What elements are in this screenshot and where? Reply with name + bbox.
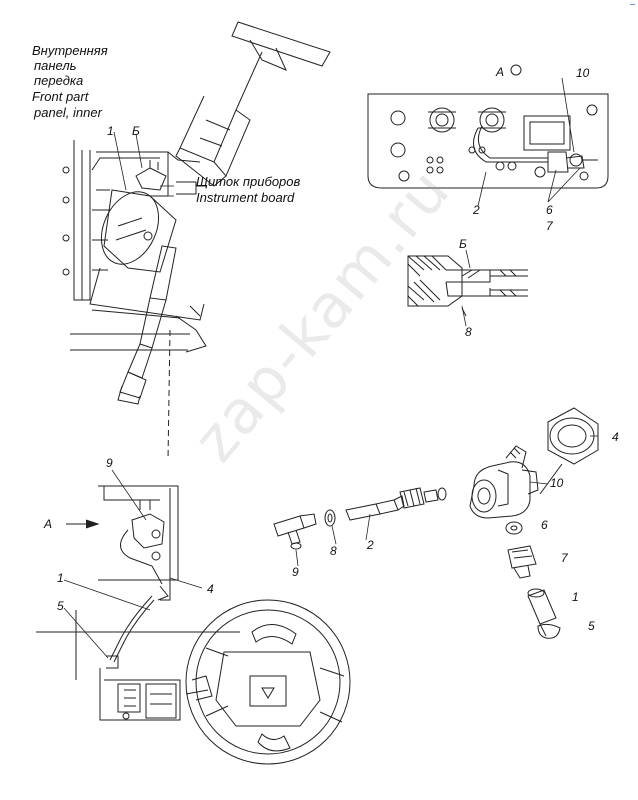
inner-panel-label-ru-2: панель [34,58,77,73]
callout-9-mid: 9 [106,456,113,470]
callout-2-right: 2 [473,203,480,217]
callout-a-arrow: А [44,517,53,531]
callout-view-a: А [496,65,505,79]
inner-panel-label-ru-1: Внутренняя [32,43,108,58]
callout-1-top: 1 [107,124,114,138]
section-b [407,255,528,317]
callout-8-section: 8 [465,325,472,339]
exploded-parts [273,407,599,639]
callout-7-exploded: 7 [561,551,568,565]
leader-lines [63,77,598,659]
instrument-board-label-en: Instrument board [196,190,295,205]
steering-column-top [175,21,331,187]
callout-5-exploded: 5 [588,619,595,633]
corner-mark: ~ [629,0,636,9]
callout-9-exploded: 9 [292,565,299,579]
cabin-side-view [62,140,207,405]
callout-6-exploded: 6 [541,518,548,532]
callout-7-right: 7 [546,219,553,233]
callout-1-exploded: 1 [572,590,579,604]
mid-panel-assembly [36,485,351,765]
callout-b-top: Б [132,124,140,138]
callout-4-exploded: 4 [612,430,619,444]
callout-6-right: 6 [546,203,553,217]
callout-8-exploded: 8 [330,544,337,558]
callout-5-mid: 5 [57,599,64,613]
callout-10-exploded: 10 [550,476,564,490]
callout-10-right: 10 [576,66,590,80]
inner-panel-label-en-2: panel, inner [34,105,102,120]
callout-2-exploded: 2 [367,538,374,552]
view-a-panel [367,64,609,189]
inner-panel-label-en-1: Front part [32,89,89,104]
instrument-board-label-ru: Щиток приборов [196,174,301,189]
callout-b-section: Б [459,237,467,251]
inner-panel-label-ru-3: передка [34,73,84,88]
callout-4-mid: 4 [207,582,214,596]
callout-1-mid: 1 [57,571,64,585]
